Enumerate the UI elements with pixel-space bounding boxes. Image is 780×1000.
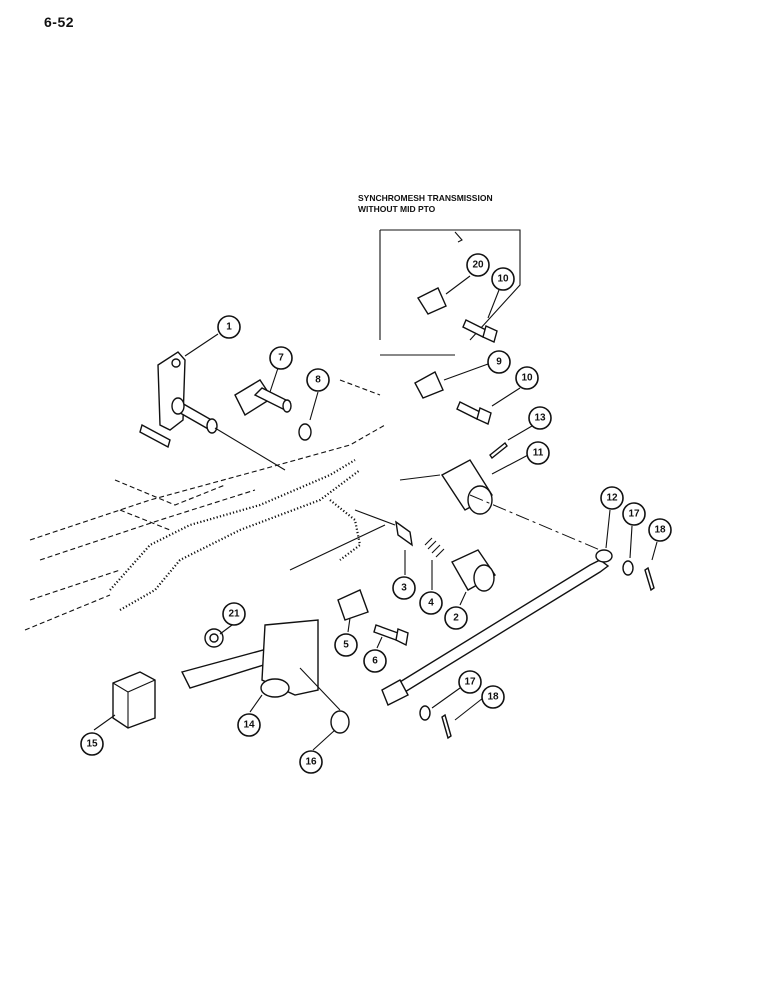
callout-18-right: 18 xyxy=(648,518,672,542)
part-pin-shaft xyxy=(171,397,286,471)
part-10-bolt xyxy=(456,401,492,425)
svg-text:11: 11 xyxy=(533,448,544,459)
svg-text:3: 3 xyxy=(401,583,407,594)
variant-note-line-1: SYNCHROMESH TRANSMISSION xyxy=(358,193,493,203)
callout-16: 16 xyxy=(299,750,323,774)
svg-text:12: 12 xyxy=(606,493,618,504)
frame-outline xyxy=(24,379,386,631)
svg-text:5: 5 xyxy=(343,640,349,651)
svg-text:13: 13 xyxy=(534,413,546,424)
callout-11: 11 xyxy=(526,441,550,465)
svg-text:18: 18 xyxy=(487,692,499,703)
callout-15: 15 xyxy=(80,732,104,756)
page-number: 6-52 xyxy=(44,14,75,30)
callout-21: 21 xyxy=(222,602,246,626)
svg-text:4: 4 xyxy=(428,598,434,609)
callout-12: 12 xyxy=(600,486,624,510)
part-18-cotter-right xyxy=(644,566,655,592)
callout-9: 9 xyxy=(487,350,511,374)
callout-17-right: 17 xyxy=(622,502,646,526)
part-13-pin xyxy=(489,441,508,460)
part-20-plate xyxy=(416,287,447,315)
part-5-plate xyxy=(337,589,369,621)
svg-text:21: 21 xyxy=(228,609,240,620)
variant-note-line-2: WITHOUT MID PTO xyxy=(358,204,436,214)
svg-text:18: 18 xyxy=(654,525,666,536)
svg-text:8: 8 xyxy=(315,375,321,386)
callout-14: 14 xyxy=(237,713,261,737)
variant-note: SYNCHROMESH TRANSMISSION WITHOUT MID PTO xyxy=(358,193,548,215)
callout-leaders xyxy=(93,275,658,751)
part-9-plate xyxy=(414,371,444,399)
callout-13: 13 xyxy=(528,406,552,430)
part-14-pedal-lever xyxy=(180,619,341,711)
svg-text:14: 14 xyxy=(243,720,255,731)
part-2-cylinder xyxy=(451,549,497,592)
part-4-spring xyxy=(424,537,445,558)
svg-text:7: 7 xyxy=(278,353,284,364)
svg-text:9: 9 xyxy=(496,357,502,368)
svg-text:1: 1 xyxy=(226,322,232,333)
svg-text:10: 10 xyxy=(497,274,509,285)
part-3-pin xyxy=(395,520,413,547)
callout-7: 7 xyxy=(269,346,293,370)
part-21-washer xyxy=(204,628,224,648)
callout-4: 4 xyxy=(419,591,443,615)
assembly-axis-line xyxy=(289,509,396,571)
svg-text:17: 17 xyxy=(628,509,640,520)
rod-alignment-line xyxy=(469,494,601,551)
part-17-washer-left xyxy=(419,705,431,721)
svg-text:2: 2 xyxy=(453,613,459,624)
callout-6: 6 xyxy=(363,649,387,673)
part-11-block xyxy=(399,459,493,515)
callout-10-inset: 10 xyxy=(491,267,515,291)
part-7-pivot xyxy=(234,379,292,417)
callout-20: 20 xyxy=(466,253,490,277)
svg-text:16: 16 xyxy=(305,757,317,768)
variant-inset-box xyxy=(379,229,521,356)
svg-text:17: 17 xyxy=(464,677,476,688)
part-6-bolt xyxy=(373,624,409,647)
part-8-ring xyxy=(298,423,312,441)
svg-text:10: 10 xyxy=(521,373,533,384)
svg-text:20: 20 xyxy=(472,260,484,271)
callout-5: 5 xyxy=(334,633,358,657)
part-18-cotter-left xyxy=(441,713,452,740)
callout-3: 3 xyxy=(392,576,416,600)
callout-17-left: 17 xyxy=(458,670,482,694)
svg-text:6: 6 xyxy=(372,656,378,667)
callout-2: 2 xyxy=(444,606,468,630)
callout-1: 1 xyxy=(217,315,241,339)
svg-text:15: 15 xyxy=(86,739,98,750)
part-17-washer-right xyxy=(622,560,634,576)
part-15-pedal-pad xyxy=(112,671,156,729)
part-10-bolt-inset xyxy=(462,319,498,343)
callout-10: 10 xyxy=(515,366,539,390)
part-16-snap-ring xyxy=(330,710,350,734)
callout-8: 8 xyxy=(306,368,330,392)
callout-18-left: 18 xyxy=(481,685,505,709)
part-12-rod xyxy=(381,549,613,706)
